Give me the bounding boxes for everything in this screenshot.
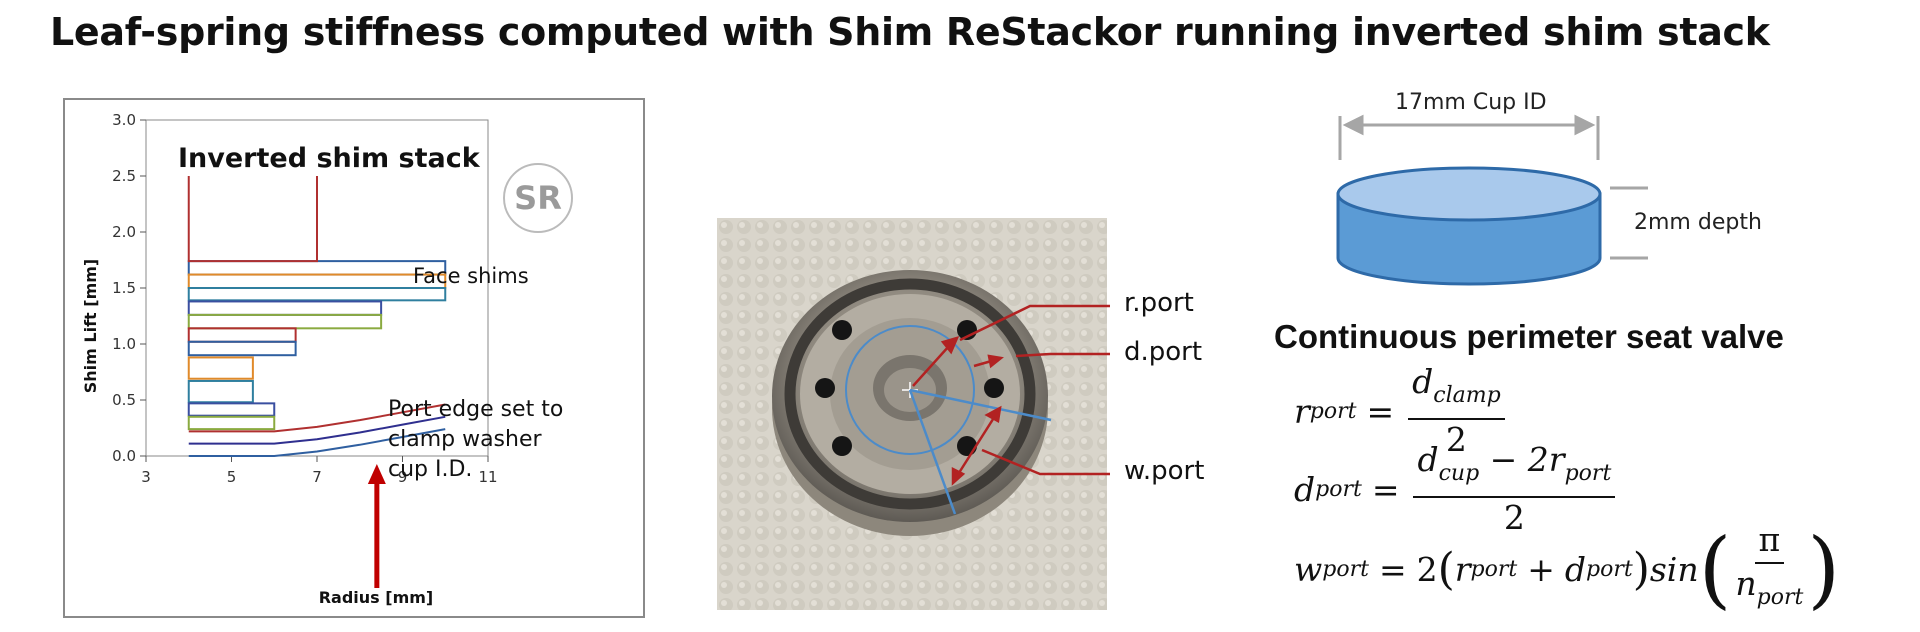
port-hole (832, 320, 852, 340)
port-hole (815, 378, 835, 398)
photo-leader-lines (959, 304, 1110, 476)
x-tick-label: 9 (398, 468, 408, 486)
x-tick-label: 3 (141, 468, 151, 486)
port-hole (984, 378, 1004, 398)
chart-inset-title: Inverted shim stack (178, 143, 481, 174)
chart-frame (63, 98, 645, 618)
radius-line-1 (909, 388, 1052, 422)
y-tick-label: 2.0 (112, 223, 136, 241)
shim-rect (187, 402, 276, 417)
annotation-port-edge-2: clamp washer (388, 427, 542, 452)
annotation-face-shims: Face shims (413, 264, 529, 288)
y-tick-label: 1.5 (112, 279, 136, 297)
x-axis-label: Radius [mm] (319, 588, 434, 607)
shim-rect (187, 300, 383, 316)
shim-stack-chart: 3 5 7 9 11 0.0 0.5 1.0 1.5 2.0 2.5 3.0 Inverted shi… (81, 111, 573, 607)
deflected-shim-line (188, 415, 446, 445)
y-tick-label: 0.5 (112, 391, 136, 409)
shim-rect (187, 273, 447, 289)
deflected-shim-line (188, 428, 446, 457)
y-tick-label: 2.5 (112, 167, 136, 185)
annotation-port-edge-1: Port edge set to (388, 397, 563, 422)
port-hole (832, 436, 852, 456)
chart-axes: 3 5 7 9 11 0.0 0.5 1.0 1.5 2.0 2.5 3.0 (112, 111, 497, 486)
cup-id-label: 17mm Cup ID (1395, 90, 1547, 115)
photo-arrows (912, 336, 1004, 486)
shim-rect (187, 356, 254, 380)
x-tick-label: 11 (478, 468, 497, 486)
cup-id-dimension (1338, 114, 1600, 160)
x-tick-label: 7 (312, 468, 322, 486)
clamp-circle (845, 325, 975, 455)
radius-line-2 (908, 389, 957, 515)
valve-photo (717, 218, 1107, 610)
page-title: Leaf-spring stiffness computed with Shim… (50, 10, 1770, 54)
arrow-head (367, 464, 386, 484)
shim-rect (187, 340, 297, 357)
port-edge-arrow (367, 464, 386, 588)
annotation-port-edge-3: cup I.D. (388, 457, 472, 482)
y-tick-label: 0.0 (112, 447, 136, 465)
shim-rects (187, 176, 447, 431)
deflection-curves (188, 403, 446, 457)
y-tick-label: 3.0 (112, 111, 136, 129)
shim-rect (187, 260, 447, 276)
valve-title: Continuous perimeter seat valve (1274, 318, 1784, 355)
cup-top (1336, 166, 1602, 222)
logo-letters: SR (514, 179, 562, 217)
shim-rect (187, 287, 447, 302)
shim-rect (187, 379, 254, 404)
depth-dimension (1610, 186, 1648, 260)
y-tick-label: 1.0 (112, 335, 136, 353)
clamp-outline (187, 176, 318, 263)
x-tick-label: 5 (227, 468, 237, 486)
label-d-port: d.port (1124, 337, 1203, 367)
label-r-port: r.port (1124, 288, 1194, 318)
y-axis-label: Shim Lift [mm] (81, 259, 100, 393)
valve-outer-groove (784, 278, 1036, 510)
shimrestackor-logo: SR (503, 163, 573, 233)
cup-diagram (1336, 114, 1648, 286)
shim-rect (187, 313, 383, 330)
cup-depth-label: 2mm depth (1634, 210, 1762, 235)
shim-rect (187, 327, 297, 343)
label-w-port: w.port (1124, 456, 1205, 486)
deflected-shim-line (188, 403, 446, 433)
shim-rect (187, 415, 276, 431)
